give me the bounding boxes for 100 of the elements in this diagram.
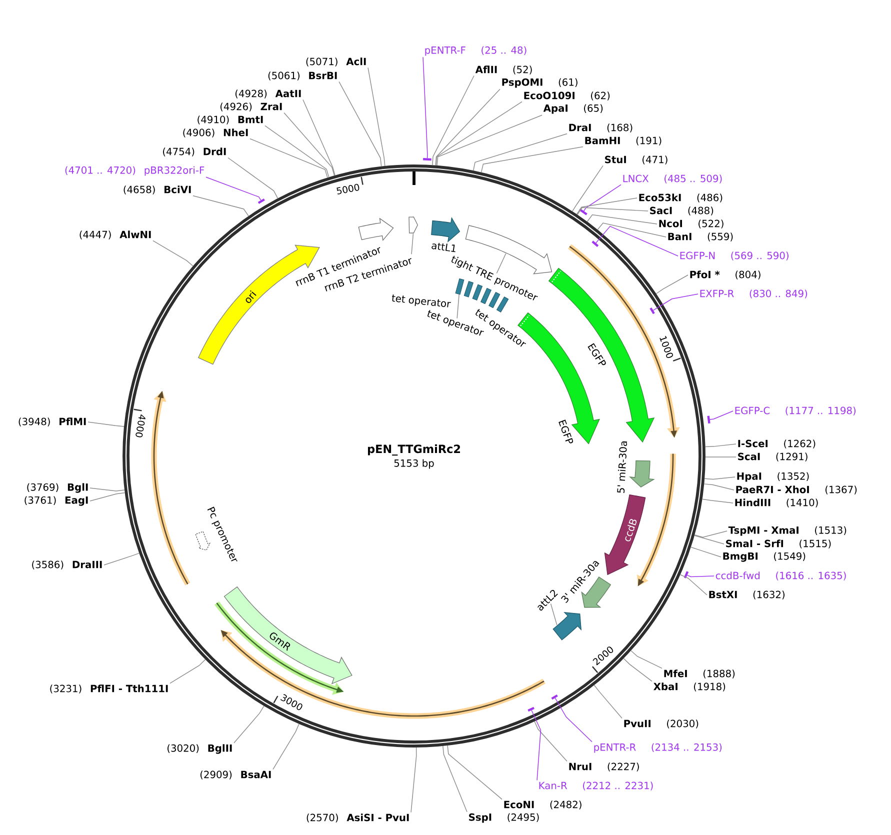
enzyme-site-label: (2909) BsaAI	[200, 770, 271, 780]
enzyme-site-label: ScaI (1291)	[738, 452, 808, 462]
leader-line	[206, 176, 262, 201]
leader-line	[472, 133, 568, 172]
leader-line	[496, 253, 506, 274]
leader-line	[710, 410, 734, 420]
enzyme-site-label: SspI (2495)	[469, 813, 539, 823]
primer-site-mark	[551, 694, 558, 700]
leader-line	[284, 112, 335, 176]
primer-site-mark	[707, 416, 710, 424]
scale-label: 5000	[336, 184, 360, 194]
leader-line	[583, 184, 622, 212]
enzyme-site-label: (4910) BmtI	[198, 116, 263, 124]
leader-line	[442, 746, 468, 812]
feature-label: tet operator	[392, 294, 451, 308]
leader-line	[577, 207, 648, 215]
enzyme-site-label: (4658) BciVI	[124, 186, 191, 194]
enzyme-site-label: (3020) BglII	[168, 744, 232, 754]
leader-line	[436, 101, 522, 166]
leader-line	[435, 88, 500, 166]
leader-line	[630, 650, 662, 669]
primer-label: LNCX (485 .. 509)	[623, 174, 722, 184]
leader-line	[652, 294, 698, 311]
leader-line	[250, 138, 328, 178]
primer-label: ccdB-fwd (1616 .. 1635)	[716, 572, 846, 580]
leader-line	[480, 146, 584, 173]
enzyme-site-label: (4906) NheI	[183, 128, 248, 138]
primer-label: EGFP-C (1177 .. 1198)	[735, 406, 856, 416]
primer-label: (4701 .. 4720) pBR322ori-F	[65, 166, 204, 176]
leader-line	[104, 552, 140, 566]
leader-line	[576, 198, 638, 215]
enzyme-site-label: (2570) AsiSI - PvuI	[306, 814, 409, 822]
enzyme-site-label: (4926) ZraI	[220, 102, 282, 112]
enzyme-site-label: BanI (559)	[668, 232, 733, 242]
primer-label: EXFP-R (830 .. 849)	[700, 290, 808, 298]
enzyme-site-label: EcoNI (2482)	[504, 800, 582, 810]
scale-label: 4000	[136, 414, 146, 438]
leader-line	[594, 684, 622, 719]
leader-line	[656, 274, 688, 294]
leader-line	[705, 456, 736, 458]
enzyme-site-label: (3761) EagI	[24, 496, 88, 506]
primer-site-mark	[592, 240, 599, 247]
leader-line	[572, 165, 604, 212]
enzyme-site-label: (5071) AclI	[306, 58, 366, 66]
enzyme-site-label: (5061) BsrBI	[268, 72, 337, 80]
leader-line	[623, 658, 652, 682]
leader-line	[170, 659, 206, 684]
leader-line	[228, 157, 278, 199]
leader-line	[680, 574, 708, 596]
leader-line	[152, 240, 194, 266]
enzyme-site-label: SmaI - SrfI (1515)	[726, 540, 831, 548]
enzyme-site-label: (4447) AlwNI	[80, 230, 151, 240]
sequence-feature: attL1	[431, 217, 460, 252]
enzyme-site-label: (3948) PflMI	[18, 418, 86, 426]
enzyme-site-label: HpaI (1352)	[737, 472, 809, 482]
enzyme-site-label: AflII (52)	[475, 66, 532, 74]
terminator-feature	[408, 216, 418, 234]
leader-line	[90, 492, 126, 502]
scale-label: 1000	[660, 336, 674, 358]
leader-line	[531, 710, 542, 781]
leader-line	[534, 721, 568, 762]
enzyme-site-label: PfoI * (804)	[690, 270, 760, 280]
enzyme-site-label: PspOMI (61)	[502, 78, 578, 88]
enzyme-site-label: (3769) BglI	[27, 483, 88, 493]
enzyme-site-label: MfeI (1888)	[664, 670, 735, 678]
enzyme-site-label: NcoI (522)	[659, 220, 724, 228]
leader-line	[554, 698, 592, 742]
leader-line	[456, 294, 460, 319]
primer-label: EGFP-N (569 .. 590)	[680, 252, 788, 260]
enzyme-site-label: (4754) DrdI	[163, 148, 226, 156]
operator-bar	[464, 281, 474, 298]
primer-site-mark	[684, 571, 689, 578]
enzyme-site-label: EcoO109I (62)	[524, 92, 610, 100]
enzyme-site-label: BstXI (1632)	[709, 590, 784, 600]
enzyme-site-label: TspMI - XmaI (1513)	[728, 526, 846, 536]
leader-line	[302, 99, 336, 176]
leader-line	[192, 195, 249, 216]
leader-line	[686, 574, 714, 578]
enzyme-site-label: SacI (488)	[650, 206, 714, 216]
leader-line	[422, 56, 428, 159]
enzyme-site-label: (3231) PflFI - Tth111I	[50, 684, 168, 694]
enzyme-site-label: (3586) DraIII	[32, 560, 102, 570]
enzyme-site-label: NruI (2227)	[569, 762, 639, 772]
enzyme-site-label: (4928) AatII	[235, 90, 301, 98]
primer-site-mark	[650, 308, 655, 314]
primer-label: pENTR-R (2134 .. 2153)	[594, 743, 722, 753]
sequence-feature	[552, 612, 582, 640]
leader-line	[234, 706, 264, 744]
leader-line	[694, 535, 724, 544]
primer-site-mark	[423, 158, 432, 161]
leader-line	[704, 484, 734, 490]
node-label: 5' miR-30a	[617, 441, 628, 493]
enzyme-site-label: BamHI (191)	[585, 136, 662, 146]
leader-line	[704, 444, 736, 448]
enzyme-site-label: PvuII (2030)	[624, 720, 698, 728]
enzyme-site-label: HindIII (1410)	[735, 498, 818, 508]
primer-label: pENTR-F (25 .. 48)	[425, 46, 526, 56]
leader-line	[596, 226, 678, 256]
leader-line	[447, 745, 502, 800]
primer-site-mark	[578, 208, 588, 216]
